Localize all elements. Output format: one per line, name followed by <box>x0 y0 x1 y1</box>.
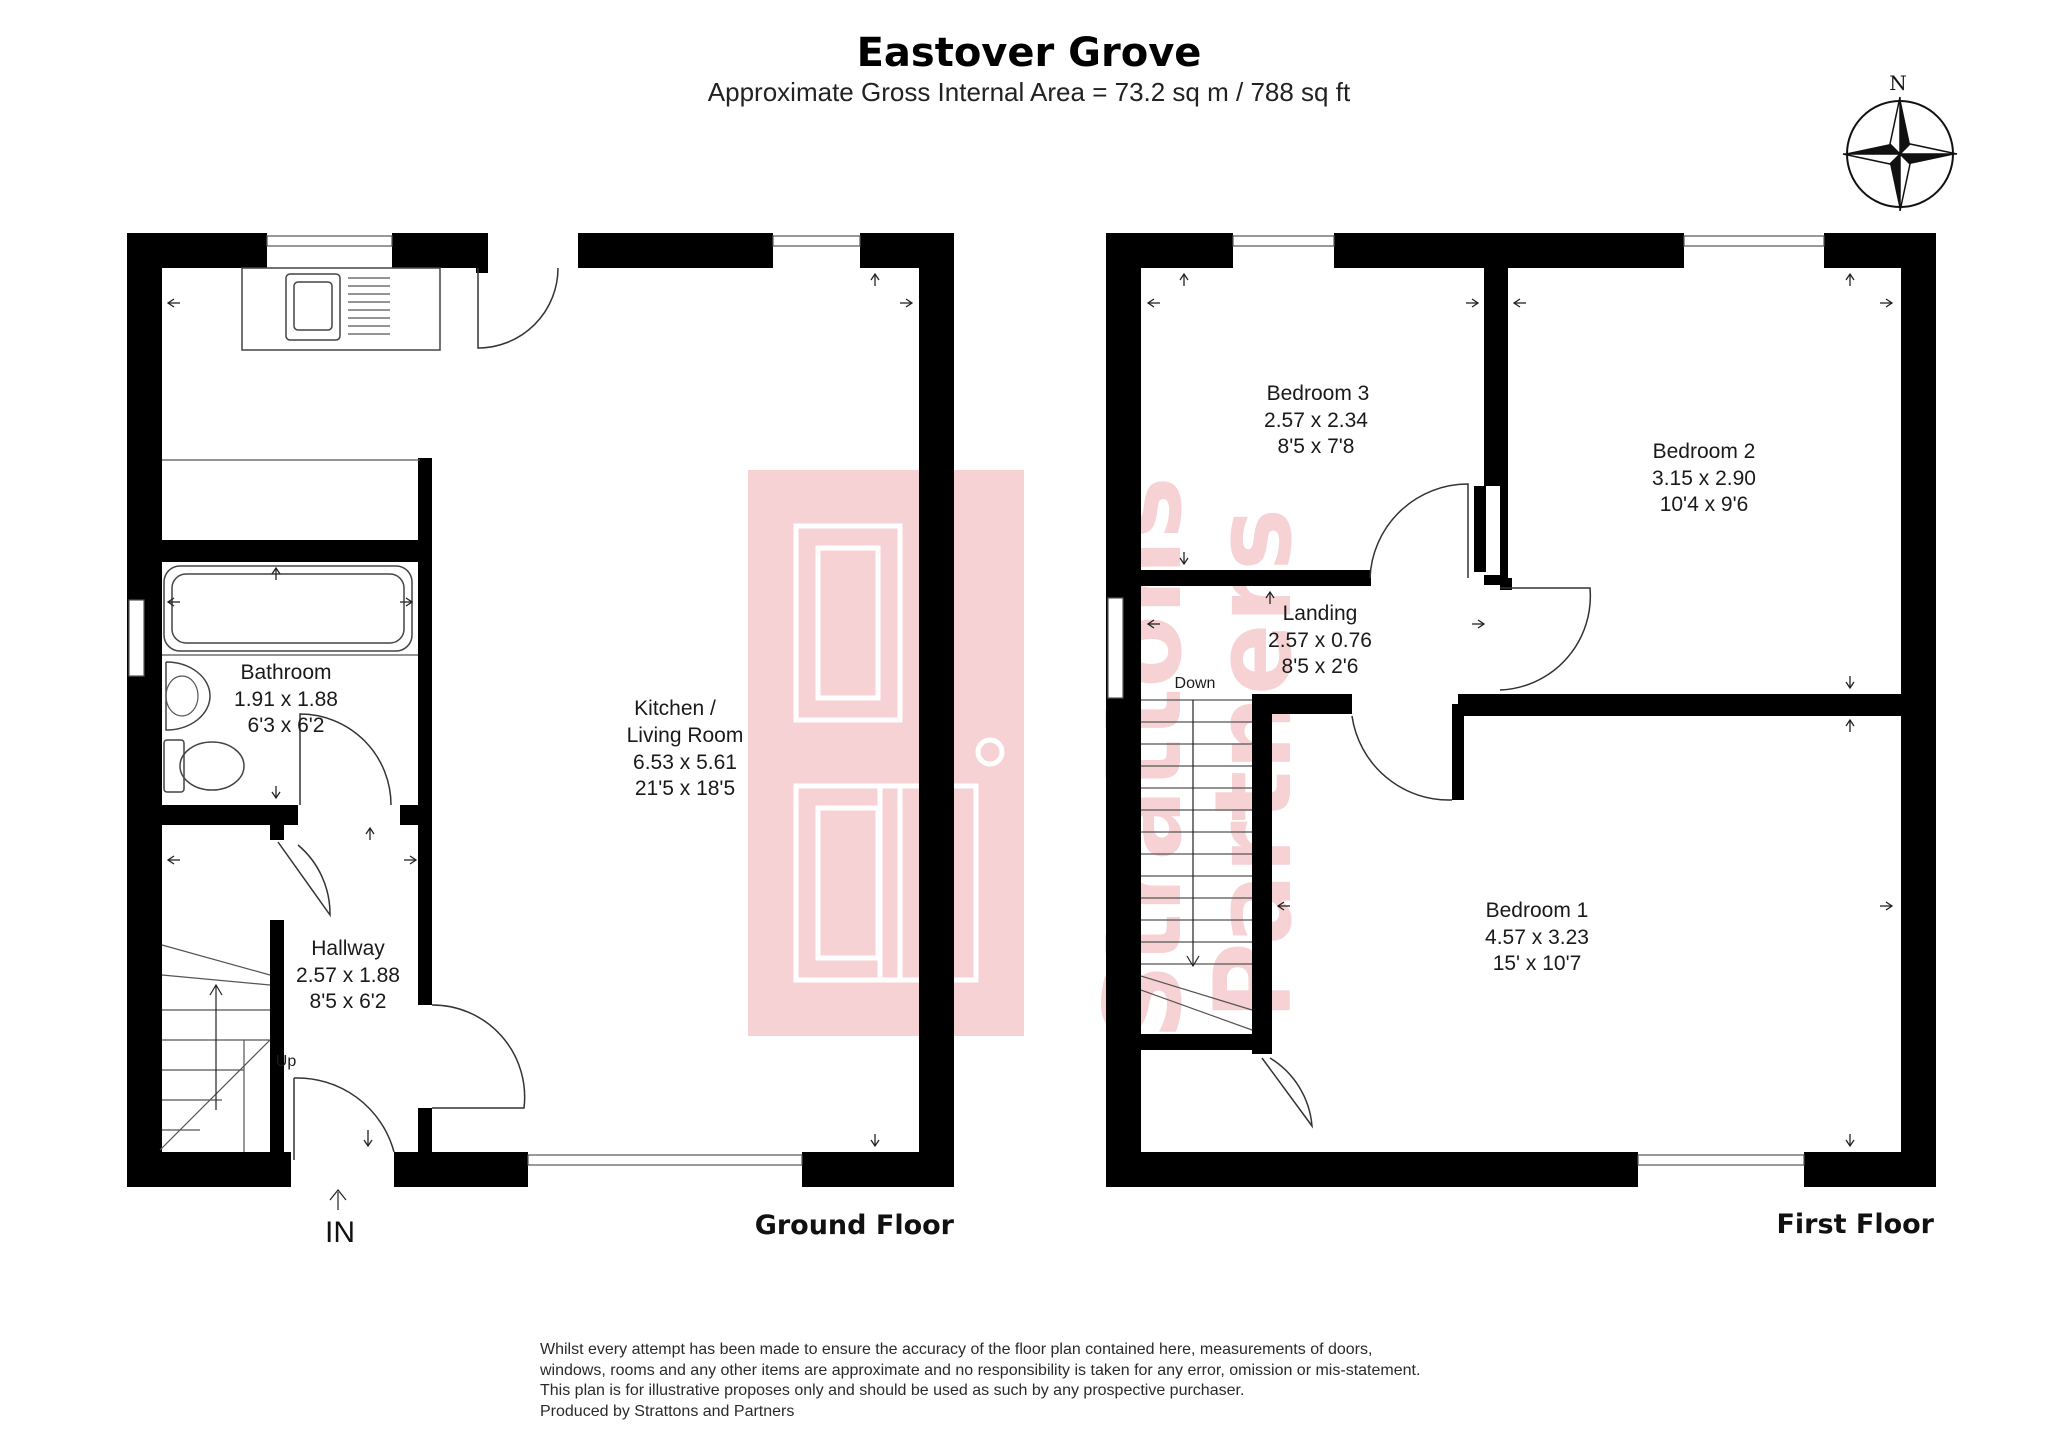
room-kitchen-metric: 6.53 x 5.61 <box>633 751 737 774</box>
first-floor-plan: Bedroom 3 2.57 x 2.34 8'5 x 7'8 Bedroom … <box>1106 233 1936 1240</box>
room-hallway-metric: 2.57 x 1.88 <box>296 964 400 987</box>
ground-stairs <box>159 944 271 1152</box>
first-floor-label: First Floor <box>1776 1209 1934 1240</box>
room-bedroom3-metric: 2.57 x 2.34 <box>1264 409 1368 432</box>
area-subtitle: Approximate Gross Internal Area = 73.2 s… <box>708 77 1351 107</box>
room-landing-metric: 2.57 x 0.76 <box>1268 629 1372 652</box>
room-hallway-name: Hallway <box>311 937 385 960</box>
room-bedroom3-imperial: 8'5 x 7'8 <box>1278 435 1355 458</box>
room-landing-name: Landing <box>1283 602 1358 625</box>
disclaimer-line: This plan is for illustrative proposes o… <box>540 1382 1245 1399</box>
ground-floor-plan: Kitchen / Living Room 6.53 x 5.61 21'5 x… <box>127 233 955 1249</box>
dimension-markers-ground <box>166 272 914 1148</box>
room-bathroom-imperial: 6'3 x 6'2 <box>248 714 325 737</box>
entrance-arrow-icon <box>329 1189 347 1210</box>
room-kitchen-name2: Living Room <box>627 724 744 747</box>
room-bedroom3-name: Bedroom 3 <box>1267 382 1370 405</box>
room-bathroom-metric: 1.91 x 1.88 <box>234 688 338 711</box>
disclaimer: Whilst every attempt has been made to en… <box>540 1340 1590 1422</box>
room-hallway-imperial: 8'5 x 6'2 <box>310 990 387 1013</box>
watermark-logo: Strattons Partners <box>748 470 1315 1040</box>
dimension-markers-first <box>1146 272 1894 1148</box>
ground-floor-label: Ground Floor <box>755 1210 955 1241</box>
plan-title: Eastover Grove <box>857 30 1202 76</box>
room-bedroom1-name: Bedroom 1 <box>1486 899 1589 922</box>
room-kitchen-imperial: 21'5 x 18'5 <box>635 777 735 800</box>
room-kitchen-name: Kitchen / <box>634 697 716 720</box>
room-bedroom1-metric: 4.57 x 3.23 <box>1485 926 1589 949</box>
stairs-down-label: Down <box>1175 675 1216 692</box>
first-floor-stairs <box>1140 699 1253 1031</box>
room-bedroom2-name: Bedroom 2 <box>1653 440 1756 463</box>
compass-rose-icon: N <box>1842 71 1958 212</box>
room-bedroom2-imperial: 10'4 x 9'6 <box>1660 493 1749 516</box>
room-landing-imperial: 8'5 x 2'6 <box>1282 655 1359 678</box>
disclaimer-line: Produced by Strattons and Partners <box>540 1402 795 1420</box>
room-bedroom2-metric: 3.15 x 2.90 <box>1652 467 1756 490</box>
room-bathroom-name: Bathroom <box>240 661 331 684</box>
disclaimer-line: Whilst every attempt has been made to en… <box>540 1341 1373 1358</box>
entrance-label: IN <box>325 1216 355 1249</box>
disclaimer-line: windows, rooms and any other items are a… <box>540 1361 1421 1379</box>
stairs-up-label: Up <box>276 1053 297 1070</box>
room-bedroom1-imperial: 15' x 10'7 <box>1493 952 1582 975</box>
compass-north-label: N <box>1889 71 1907 95</box>
